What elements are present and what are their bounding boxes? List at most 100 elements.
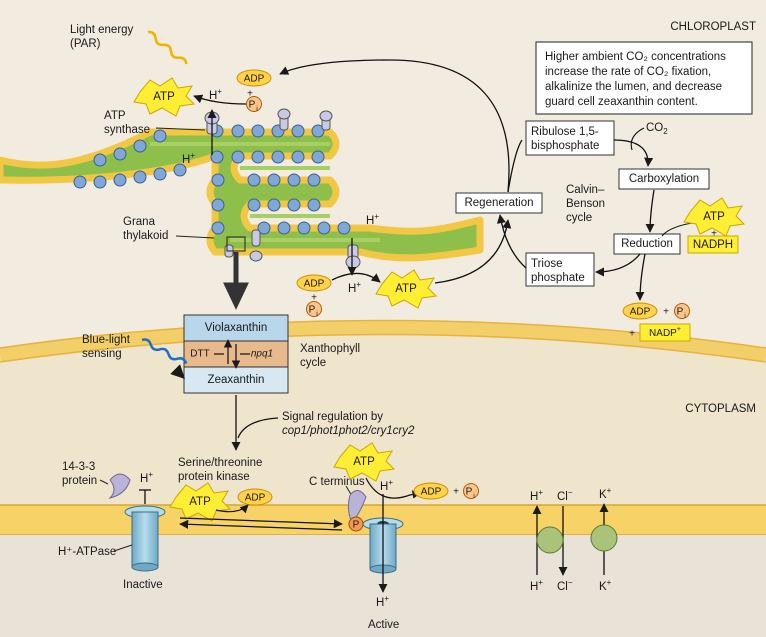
adp-calvin: ADP (622, 302, 658, 320)
svg-text:P: P (353, 520, 360, 531)
h-atpase-label: H⁺-ATPase (58, 546, 116, 558)
carboxylation-box (618, 168, 710, 190)
svg-text:Zeaxanthin: Zeaxanthin (208, 374, 265, 386)
adp-pump: ADP (413, 482, 449, 500)
inactive-label: Inactive (123, 579, 163, 591)
atp-burst-top: ATP (133, 77, 196, 117)
svg-text:P: P (249, 100, 256, 111)
blue-light-wave-icon (141, 338, 188, 364)
svg-text:+: + (247, 89, 253, 100)
svg-text:H+: H+ (530, 488, 543, 503)
xanthophyll-label: Xanthophyll cycle (300, 343, 363, 369)
zoom-frame (226, 236, 246, 252)
svg-text:K+: K+ (599, 486, 612, 501)
svg-text:Carboxylation: Carboxylation (629, 173, 699, 185)
svg-text:i: i (316, 311, 318, 318)
c-terminus-label: C terminus (309, 476, 365, 488)
atp-burst-pump: ATP (333, 442, 396, 482)
signal-label: Signal regulation by cop1/phot1phot2/cry… (282, 411, 415, 437)
h-pump-label: H+ (380, 478, 393, 493)
svg-text:NADPH: NADPH (693, 239, 733, 251)
svg-text:ATP: ATP (353, 456, 375, 468)
calvin-cycle-label: Calvin– Benson cycle (566, 184, 608, 224)
svg-text:ATP: ATP (189, 496, 211, 508)
h-out-label: H+ (376, 594, 389, 609)
svg-text:i: i (256, 106, 258, 113)
reduction-box (613, 233, 681, 255)
zoom-arrow-icon (223, 252, 249, 310)
active-label: Active (368, 619, 399, 631)
nadp-badge (639, 323, 691, 342)
thylakoid-membrane (0, 128, 484, 262)
svg-text:ADP: ADP (244, 74, 265, 85)
h-blocked-label: H+ (140, 470, 153, 485)
svg-text:+: + (711, 229, 717, 240)
pi-calvin: P i (674, 303, 690, 320)
note-box (535, 41, 753, 115)
svg-text:H+: H+ (530, 578, 543, 593)
svg-text:+: + (311, 293, 317, 304)
nadph-badge (687, 235, 739, 254)
regeneration-box (455, 192, 543, 214)
co2-label: CO2 (646, 122, 668, 136)
phospho-p: P (348, 516, 364, 532)
note-text: Higher ambient CO₂ concentrations increa… (545, 51, 729, 108)
svg-text:P: P (466, 487, 473, 498)
h-lumen-label: H+ (182, 151, 195, 166)
h-lumen-label-2: H+ (366, 212, 379, 227)
svg-text:P: P (309, 305, 316, 316)
kinase-label: Serine/threonine protein kinase (178, 457, 266, 483)
ion-transport-right: H+ Cl− K+ H+ Cl− K+ (530, 486, 618, 593)
svg-text:DTT: DTT (190, 349, 209, 360)
h-top-label: H+ (209, 87, 222, 102)
svg-text:ADP: ADP (630, 307, 651, 318)
svg-text:Cl−: Cl− (557, 578, 573, 593)
protein-1433-label: 14-3-3 protein (62, 461, 98, 487)
atp-synthase-label: ATP synthase (104, 110, 150, 136)
ribulose-box (525, 120, 615, 156)
svg-text:ATP: ATP (703, 211, 725, 223)
chloroplast-envelope (0, 320, 766, 362)
svg-text:K+: K+ (599, 578, 612, 593)
h-atpase-inactive (124, 505, 166, 572)
protein-1433-bound (347, 490, 367, 524)
svg-text:P: P (677, 307, 684, 318)
atp-burst-lower: ATP (375, 269, 438, 309)
zeaxanthin-box (183, 366, 289, 394)
light-wave-icon (147, 30, 188, 65)
protein-1433-shape (108, 473, 131, 499)
svg-text:ADP: ADP (245, 493, 266, 504)
photosystem-complexes (73, 124, 351, 235)
h-stroma-label: H+ (348, 280, 361, 295)
grana-label: Grana thylakoid (123, 216, 168, 242)
svg-text:ATP: ATP (153, 91, 175, 103)
svg-text:Cl−: Cl− (557, 488, 573, 503)
pi-lower: P i (306, 301, 322, 318)
cytoplasm-label: CYTOPLASM (685, 403, 756, 415)
svg-text:+: + (453, 487, 459, 498)
svg-text:i: i (473, 493, 475, 500)
svg-text:ADP: ADP (304, 279, 325, 290)
adp-top: ADP (236, 69, 272, 87)
adp-kinase: ADP (237, 488, 273, 506)
svg-text:Regeneration: Regeneration (464, 197, 533, 209)
svg-text:Reduction: Reduction (621, 238, 673, 250)
light-energy-label: Light energy (PAR) (70, 24, 137, 50)
svg-text:i: i (684, 313, 686, 320)
svg-text:NADP+: NADP+ (649, 326, 681, 339)
symporter-shape (536, 526, 564, 554)
svg-text:+: + (663, 307, 669, 318)
adp-lower: ADP (296, 274, 332, 292)
pi-pump: P i (463, 483, 479, 500)
svg-text:npq1: npq1 (251, 349, 273, 360)
pi-top: P i (246, 96, 262, 113)
svg-text:+: + (629, 329, 635, 340)
chloroplast-label: CHLOROPLAST (670, 21, 756, 33)
blue-light-label: Blue-light sensing (82, 334, 133, 360)
atp-burst-calvin: ATP (683, 197, 746, 237)
svg-text:ATP: ATP (395, 283, 417, 295)
svg-text:Ribulose 1,5-bisphosphate: Ribulose 1,5-bisphosphate (531, 126, 599, 152)
